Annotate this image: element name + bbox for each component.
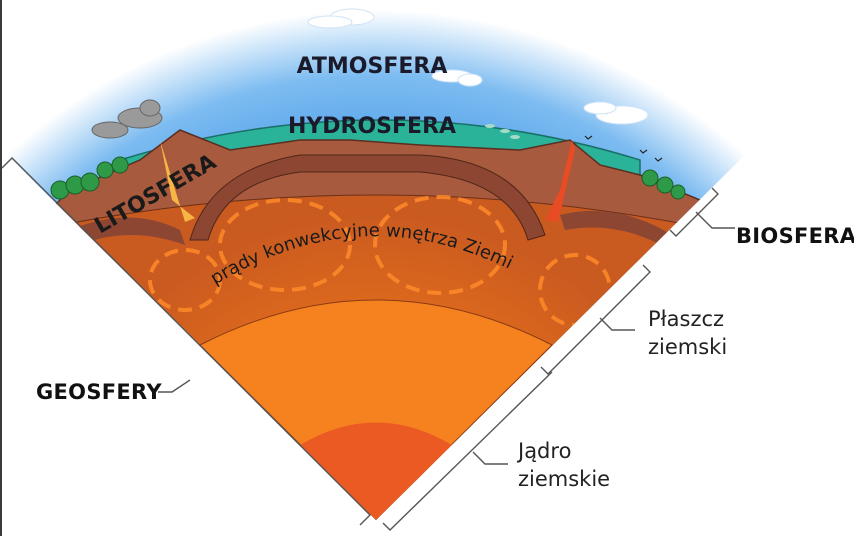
biosphere-label: BIOSFERA: [736, 224, 854, 248]
bracket-lines: [1, 157, 735, 531]
mantle-label: Płaszcz ziemski: [648, 305, 727, 361]
bird-icons: [584, 135, 663, 162]
cloud-icons: [307, 8, 649, 125]
left-border-line: [0, 0, 2, 536]
magma-vent-right: [545, 140, 575, 222]
tree-icons: [50, 156, 686, 200]
inner-core-layer: [300, 422, 452, 520]
fish-icons: [485, 124, 520, 139]
mantle-label-line1: Płaszcz: [648, 307, 725, 331]
core-label: Jądro ziemskie: [518, 437, 610, 493]
mantle-bracket: [540, 264, 651, 375]
geospheres-bracket: [1, 157, 371, 526]
core-label-line2: ziemskie: [518, 467, 611, 491]
atmosphere-label: ATMOSFERA: [297, 54, 448, 79]
hydrosphere-label: HYDROSFERA: [288, 114, 456, 139]
mantle-label-line2: ziemski: [648, 335, 728, 359]
tectonic-plate: [189, 154, 546, 241]
volcano-smoke: [91, 99, 163, 139]
core-bracket: [382, 371, 553, 531]
outer-core-layer: [199, 299, 553, 520]
core-label-line1: Jądro: [518, 439, 572, 463]
biosphere-bracket: [669, 187, 735, 237]
geospheres-label: GEOSFERY: [36, 380, 162, 404]
tectonic-plate-right: [560, 210, 680, 250]
tectonic-plate-left: [70, 217, 185, 245]
